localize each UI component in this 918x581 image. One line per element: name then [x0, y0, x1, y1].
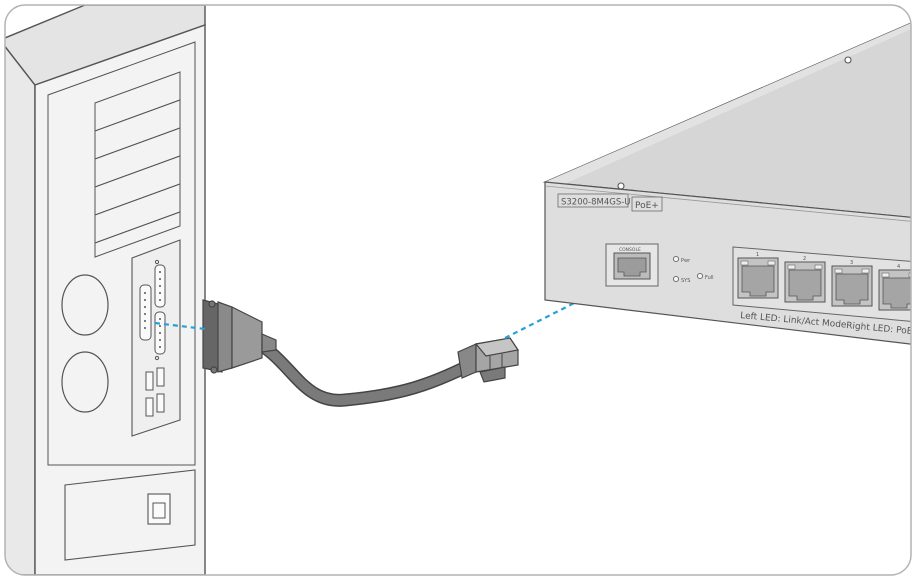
serial-port-icon [139, 264, 166, 355]
expansion-slots [94, 71, 181, 258]
db9-connector-icon [202, 299, 277, 374]
console-cable [202, 299, 520, 407]
led-pwr-icon [672, 255, 680, 263]
diagram-frame [4, 4, 912, 576]
led-sys-label: SYS [681, 278, 690, 284]
port-number: 4 [897, 264, 900, 270]
network-switch: S3200-8M4GS-U PoE+ CONSOLE Pwr SYS Full [542, 19, 911, 346]
port-number: 1 [756, 252, 759, 258]
ethernet-port: 2 [784, 256, 826, 303]
ethernet-port: 4 [878, 264, 911, 311]
power-supply [64, 469, 196, 561]
poe-badge: PoE+ [635, 201, 659, 211]
console-port-label: CONSOLE [619, 247, 641, 253]
power-socket-icon [147, 493, 171, 525]
screw-icon [844, 56, 852, 64]
fan-vent [61, 274, 109, 336]
port-number: 3 [850, 260, 853, 266]
led-sys-icon [672, 275, 680, 283]
ethernet-port: 1 [737, 252, 779, 299]
rj45-plug-icon [457, 337, 520, 383]
poe-badge-box [631, 196, 663, 212]
console-port: CONSOLE [605, 243, 659, 287]
status-leds: Pwr SYS Full [672, 255, 714, 284]
led-full-icon [696, 272, 704, 280]
model-label: S3200-8M4GS-U [561, 198, 631, 208]
screw-icon [617, 182, 625, 190]
ethernet-port: 3 [831, 260, 873, 307]
model-label-box [557, 193, 629, 208]
pc-tower [5, 5, 206, 575]
fan-vent [61, 351, 109, 413]
port-number: 2 [803, 256, 806, 262]
usb-port-icon [145, 367, 165, 417]
led-full-label: Full [705, 275, 714, 281]
led-pwr-label: Pwr [681, 258, 691, 264]
